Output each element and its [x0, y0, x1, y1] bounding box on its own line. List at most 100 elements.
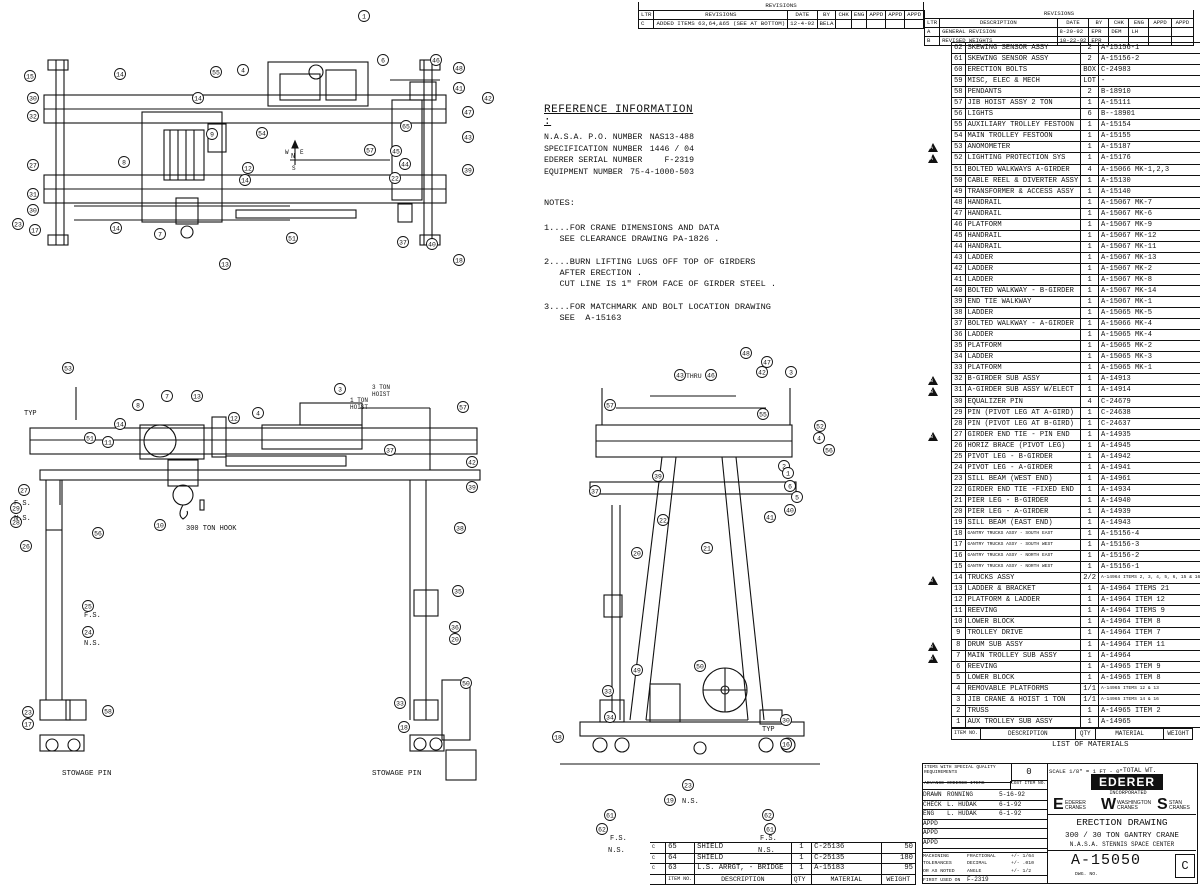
item-balloon-number: 57: [366, 148, 374, 155]
bom-material: A-15066 MK-1,2,3: [1098, 164, 1200, 175]
item-balloon-number: 11: [104, 440, 112, 447]
item-balloon-number: 20: [451, 637, 459, 644]
bom-header-item: ITEM NO.: [952, 728, 981, 739]
bom-item-no: 31: [952, 385, 966, 396]
item-balloon-number: 7: [165, 394, 169, 401]
bom-item-no: 7: [952, 650, 966, 661]
revision-header: APPD: [905, 11, 924, 20]
revision-cell: 12-4-92: [788, 20, 817, 29]
appd-row-1: APPD: [923, 820, 1047, 830]
bottom-part-desc: SHIELD: [695, 843, 791, 854]
bom-material: A-15155: [1098, 131, 1200, 142]
east-label: E: [300, 149, 304, 156]
bom-material: A-15156-2: [1098, 551, 1200, 562]
bom-description: LADDER: [965, 308, 1081, 319]
bom-qty: 2: [1081, 54, 1099, 65]
revision-cell: LH: [1129, 28, 1149, 37]
bom-item-no: 38: [952, 308, 966, 319]
revision-cell: EPR: [1089, 28, 1109, 37]
bom-description: AUXILIARY TROLLEY FESTOON: [965, 120, 1081, 131]
bom-material: A-15140: [1098, 186, 1200, 197]
bom-qty: LOT: [1081, 76, 1099, 87]
bom-qty: 1: [1081, 263, 1099, 274]
logo-s-text: STAN CRANES: [1169, 801, 1195, 811]
bom-item-no: 37: [952, 319, 966, 330]
bom-material: A-15111: [1098, 98, 1200, 109]
bottom-part-qty: 1: [791, 864, 812, 875]
bom-description: PIVOT LEG - B-GIRDER: [965, 451, 1081, 462]
item-balloon-number: 41: [766, 515, 774, 522]
bom-material: C-24637: [1098, 418, 1200, 429]
item-balloon-number: 32: [29, 114, 37, 121]
bom-material: C-24983: [1098, 65, 1200, 76]
note-line: 1....FOR CRANE DIMENSIONS AND DATA: [544, 223, 784, 234]
revision-triangle-letter: B: [930, 378, 933, 384]
revision-header: LTR: [639, 11, 654, 20]
bom-qty: 1: [1081, 241, 1099, 252]
bom-qty: 1: [1081, 330, 1099, 341]
item-balloon-number: 33: [604, 689, 612, 696]
reference-label: N.A.S.A. P.O. NUMBER: [544, 132, 642, 144]
revision-letter: C: [1175, 854, 1195, 878]
item-balloon-number: 43: [464, 135, 472, 142]
bom-qty: 1: [1081, 628, 1099, 639]
side-elevation: [30, 387, 480, 780]
item-balloon-number: 9: [210, 132, 214, 139]
bom-material: A-15156-4: [1098, 529, 1200, 540]
bom-item-no: 11: [952, 606, 966, 617]
bom-qty: 1: [1081, 529, 1099, 540]
bom-material: A-14934: [1098, 484, 1200, 495]
fractional-label: FRACTIONAL: [967, 853, 1011, 860]
revision-triangle-letter: B: [930, 644, 933, 650]
bom-item-no: 16: [952, 551, 966, 562]
bottom-header-wt: WEIGHT: [881, 874, 915, 885]
bom-item-no: 10: [952, 617, 966, 628]
revision-header: APPD: [1149, 19, 1171, 28]
bom-item-no: 19: [952, 518, 966, 529]
machining-label: MACHINING: [923, 853, 967, 860]
note-line: SEE A-15163: [544, 313, 784, 324]
item-balloon-number: 41: [455, 86, 463, 93]
item-balloon-number: 42: [484, 96, 492, 103]
bom-description: TRANSFORMER & ACCESS ASSY: [965, 186, 1081, 197]
company-logo: EDERER: [1091, 774, 1163, 790]
revision-cell: [905, 20, 924, 29]
bom-description: GANTRY TRUCKS ASSY - SOUTH WEST: [965, 540, 1081, 551]
item-balloon-number: 22: [391, 176, 399, 183]
item-balloon-number: 14: [116, 422, 124, 429]
bom-material: A-14964: [1098, 650, 1200, 661]
bom-description: HANDRAIL: [965, 208, 1081, 219]
revision-triangle-letter: B: [930, 389, 933, 395]
revision-header: BY: [1089, 19, 1109, 28]
bom-qty: 2: [1081, 43, 1099, 54]
item-balloon-number: 44: [401, 162, 409, 169]
bom-caption: LIST OF MATERIALS: [951, 741, 1200, 749]
tol-frac: +/- 1/64: [1011, 854, 1034, 859]
item-balloon-number: 61: [766, 827, 774, 834]
bom-item-no: 13: [952, 584, 966, 595]
bom-qty: 1: [1081, 584, 1099, 595]
note-item: 1....FOR CRANE DIMENSIONS AND DATA SEE C…: [544, 223, 784, 245]
checked-by: L. HUDAK: [947, 801, 999, 810]
bom-material: B-18910: [1098, 87, 1200, 98]
bom-header-wt: WEIGHT: [1164, 728, 1193, 739]
bom-qty: BOX: [1081, 65, 1099, 76]
bom-item-no: 55: [952, 120, 966, 131]
or-noted-label: OR AS NOTED: [923, 868, 967, 875]
bom-material: A-14965 ITEM 8: [1098, 672, 1200, 683]
bom-item-no: 62: [952, 43, 966, 54]
bom-item-no: 22: [952, 484, 966, 495]
bom-item-no: 23: [952, 473, 966, 484]
